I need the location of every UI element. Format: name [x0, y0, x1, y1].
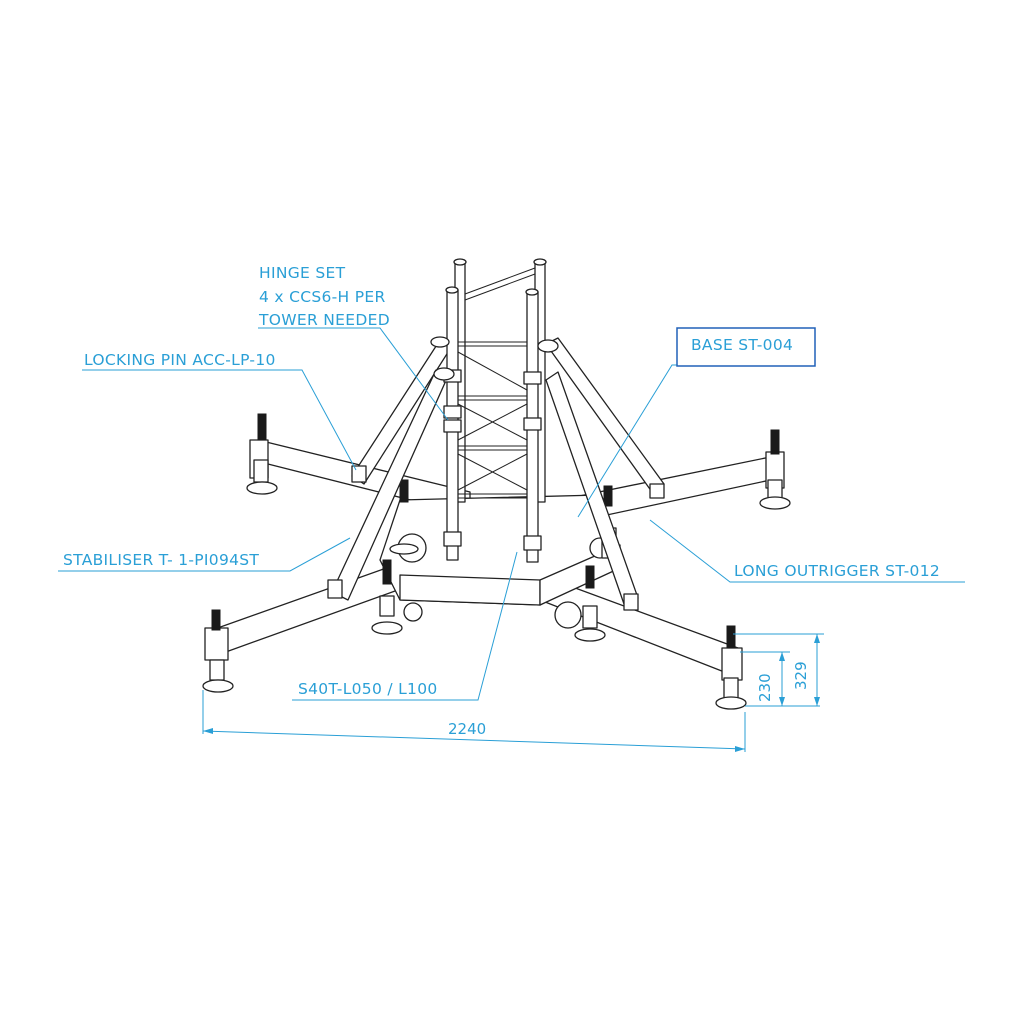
dimension-width-line — [202, 730, 746, 750]
label-base-box — [676, 327, 816, 367]
leveling-feet — [202, 413, 791, 710]
annotations: HINGE SET 4 x CCS6-H PER TOWER NEEDED LO… — [63, 264, 940, 738]
leader-section — [292, 551, 518, 701]
label-stabiliser: STABILISER T- 1-PI094ST — [63, 551, 259, 569]
tower-section — [430, 258, 559, 563]
dimension-height-outer-label: 329 — [792, 661, 810, 690]
label-long-outrigger: LONG OUTRIGGER ST-012 — [734, 562, 940, 580]
label-section: S40T-L050 / L100 — [298, 680, 438, 698]
dimension-width-label: 2240 — [448, 720, 486, 738]
outrigger-front-right — [539, 574, 743, 681]
dimension-lines — [202, 633, 824, 752]
foot-inner-left — [371, 559, 403, 635]
label-hinge-set-line1: HINGE SET — [259, 264, 346, 282]
foot-inner-back-left — [389, 479, 419, 555]
label-locking-pin: LOCKING PIN ACC-LP-10 — [84, 351, 276, 369]
leader-long-outrigger — [649, 519, 965, 583]
foot-front-right — [715, 625, 747, 710]
label-base: BASE ST-004 — [691, 336, 793, 354]
leader-stabiliser — [58, 537, 351, 572]
label-hinge-set-line3: TOWER NEEDED — [258, 311, 390, 329]
leader-hinge-set — [258, 327, 449, 421]
foot-back-right — [759, 429, 791, 510]
leader-locking-pin — [82, 369, 357, 471]
dimension-height-inner-label: 230 — [756, 673, 774, 702]
foot-back-left — [246, 413, 278, 495]
label-hinge-set-line2: 4 x CCS6-H PER — [259, 288, 386, 306]
foot-inner-right — [574, 565, 606, 642]
leader-lines — [58, 327, 965, 701]
foot-front-left — [202, 609, 234, 693]
